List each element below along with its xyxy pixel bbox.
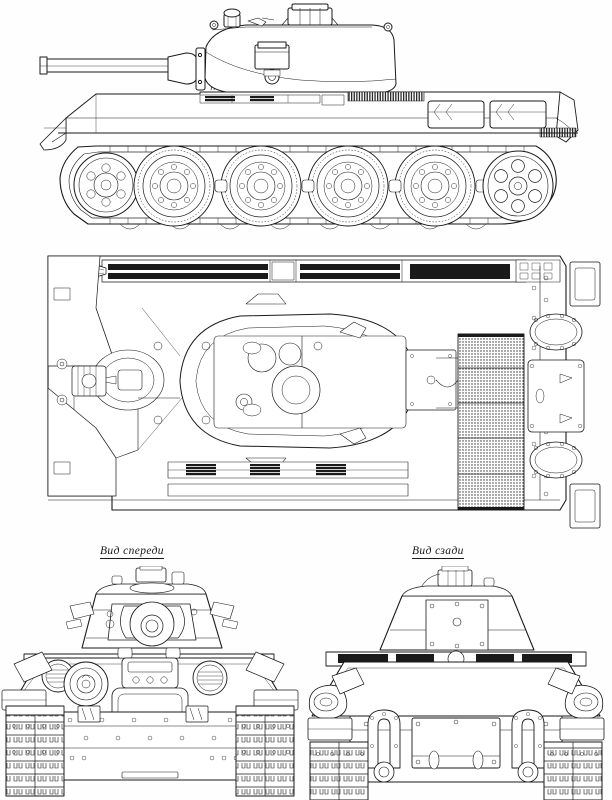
track-face-left	[5, 705, 65, 797]
gun-barrel-icon	[39, 56, 169, 75]
periscope	[223, 8, 241, 28]
turret-front	[65, 566, 239, 649]
deck-stowage	[199, 94, 345, 106]
drive-sprocket	[482, 150, 554, 222]
front-deck-fittings	[53, 287, 163, 475]
transmission-hatch	[411, 717, 501, 770]
commander-cupola	[281, 3, 339, 26]
hull-mg-mount	[71, 365, 107, 397]
turret-plan	[179, 293, 457, 469]
turret-vision-port	[254, 41, 290, 85]
hull-rear-plate	[311, 661, 601, 783]
exhaust-shroud-left	[367, 709, 401, 783]
rear-deck-hatches	[527, 313, 585, 479]
front-view-caption: Вид спереди	[100, 545, 164, 559]
signal-horn	[63, 661, 109, 707]
hull-front	[7, 647, 291, 723]
turret-rear	[379, 566, 535, 651]
side-elevation-view	[0, 0, 612, 245]
fuel-tank-end-right	[547, 667, 604, 720]
gun-barrel-plan	[85, 259, 561, 283]
deck-rails	[167, 461, 409, 497]
front-elevation-view	[0, 566, 300, 800]
plan-view	[0, 248, 612, 540]
engine-deck-grille	[347, 91, 425, 102]
road-wheel-group	[133, 145, 489, 227]
driver-hatch-plan	[91, 349, 165, 411]
engine-deck-grille-plan	[457, 333, 525, 511]
fender-stowage	[1, 651, 299, 711]
external-fuel-tanks	[427, 100, 547, 129]
exhaust-shroud-right	[511, 709, 545, 783]
fuel-tank-end-left	[308, 667, 365, 720]
hull-side	[39, 91, 579, 151]
headlight	[192, 660, 228, 696]
turret-side	[204, 3, 397, 94]
rear-stowage-boxes	[569, 261, 601, 529]
rear-elevation-view	[306, 566, 606, 800]
rear-view-caption: Вид сзади	[412, 545, 464, 559]
turret-fittings	[209, 17, 393, 32]
lower-hull-front	[45, 705, 255, 781]
track-face-right-rear	[543, 741, 603, 800]
track-face-left-rear	[309, 741, 369, 800]
idler-wheel	[73, 152, 139, 218]
track-face-right	[235, 705, 295, 797]
